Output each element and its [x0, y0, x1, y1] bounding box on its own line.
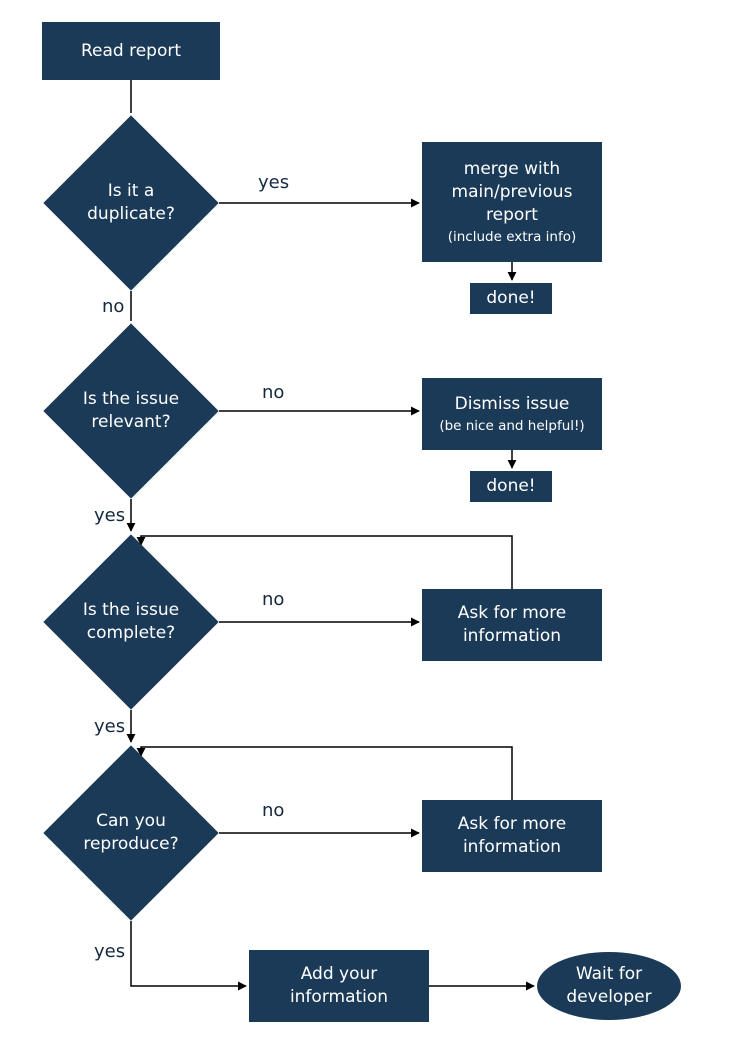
edge-label-complete-yes: yes	[94, 716, 126, 737]
node-label: Ask for more information	[457, 603, 567, 646]
edge-label-reproduce-no: no	[262, 800, 285, 821]
node-add-your-information: Add your information	[249, 950, 429, 1022]
edge-label-duplicate-no: no	[102, 296, 125, 317]
connector-ask1-loop-to-complete	[136, 535, 513, 589]
edge-label-relevant-yes: yes	[94, 505, 126, 526]
node-label: done!	[486, 476, 536, 497]
node-label: done!	[486, 288, 536, 309]
node-label: Is the issue complete?	[82, 600, 180, 643]
node-label: Read report	[80, 40, 182, 61]
node-label: Wait for developer	[566, 964, 652, 1007]
node-ask-for-more-information-2: Ask for more information	[422, 800, 602, 872]
node-is-the-issue-relevant: Is the issue relevant?	[43, 323, 219, 499]
node-label: Dismiss issue	[454, 393, 570, 414]
edge-label-reproduce-yes: yes	[94, 941, 126, 962]
node-sublabel: (be nice and helpful!)	[439, 417, 585, 434]
connector-reproduce-yes-to-addinfo	[130, 921, 247, 991]
node-can-you-reproduce: Can you reproduce?	[43, 745, 219, 921]
node-label: Is it a duplicate?	[87, 181, 175, 224]
node-done-2: done!	[470, 471, 552, 502]
node-label: Add your information	[289, 964, 389, 1007]
edge-label-duplicate-yes: yes	[258, 172, 290, 193]
edge-label-complete-no: no	[262, 589, 285, 610]
node-is-the-issue-complete: Is the issue complete?	[43, 534, 219, 710]
node-read-report: Read report	[42, 22, 220, 80]
node-label: Is the issue relevant?	[82, 389, 180, 432]
connector-ask2-loop-to-reproduce	[136, 746, 513, 800]
node-label: Ask for more information	[457, 814, 567, 857]
node-dismiss-issue: Dismiss issue (be nice and helpful!)	[422, 378, 602, 450]
node-is-it-a-duplicate: Is it a duplicate?	[43, 115, 219, 291]
node-wait-for-developer: Wait for developer	[537, 952, 681, 1020]
node-label: Can you reproduce?	[83, 811, 179, 854]
node-merge-with-main-report: merge with main/previous report (include…	[422, 142, 602, 262]
edge-label-relevant-no: no	[262, 382, 285, 403]
node-ask-for-more-information-1: Ask for more information	[422, 589, 602, 661]
node-sublabel: (include extra info)	[447, 228, 577, 245]
node-done-1: done!	[470, 283, 552, 314]
node-label: merge with main/previous report	[451, 158, 573, 225]
